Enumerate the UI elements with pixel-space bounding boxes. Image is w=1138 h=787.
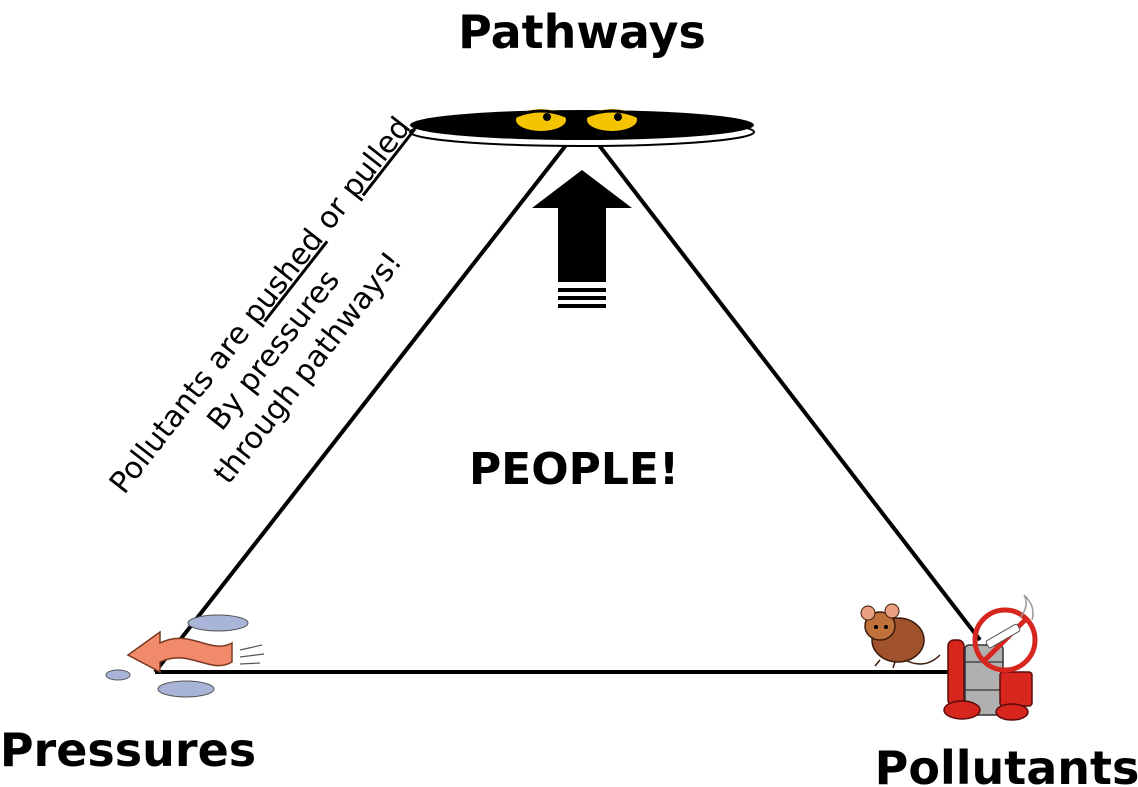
pollutants-no-smoking-icon	[943, 594, 1038, 721]
left-eye-icon	[516, 109, 566, 131]
pollutants-label: Pollutants	[875, 741, 1138, 787]
manhole-eyes-icon	[409, 109, 755, 147]
people-label: PEOPLE!	[469, 444, 679, 495]
up-arrow-icon	[532, 170, 632, 308]
triangle-left-edge	[153, 138, 572, 674]
right-eye-icon	[587, 109, 637, 131]
pathways-label: Pathways	[458, 5, 706, 59]
pressures-label: Pressures	[0, 723, 256, 777]
triangle	[153, 138, 982, 674]
mouse-icon	[860, 603, 941, 669]
pressure-wind-icon	[105, 614, 265, 698]
gas-can-icon	[999, 671, 1033, 707]
fire-extinguisher-icon	[947, 639, 965, 707]
no-sign-icon	[972, 607, 1038, 673]
triangle-right-edge	[593, 138, 982, 642]
